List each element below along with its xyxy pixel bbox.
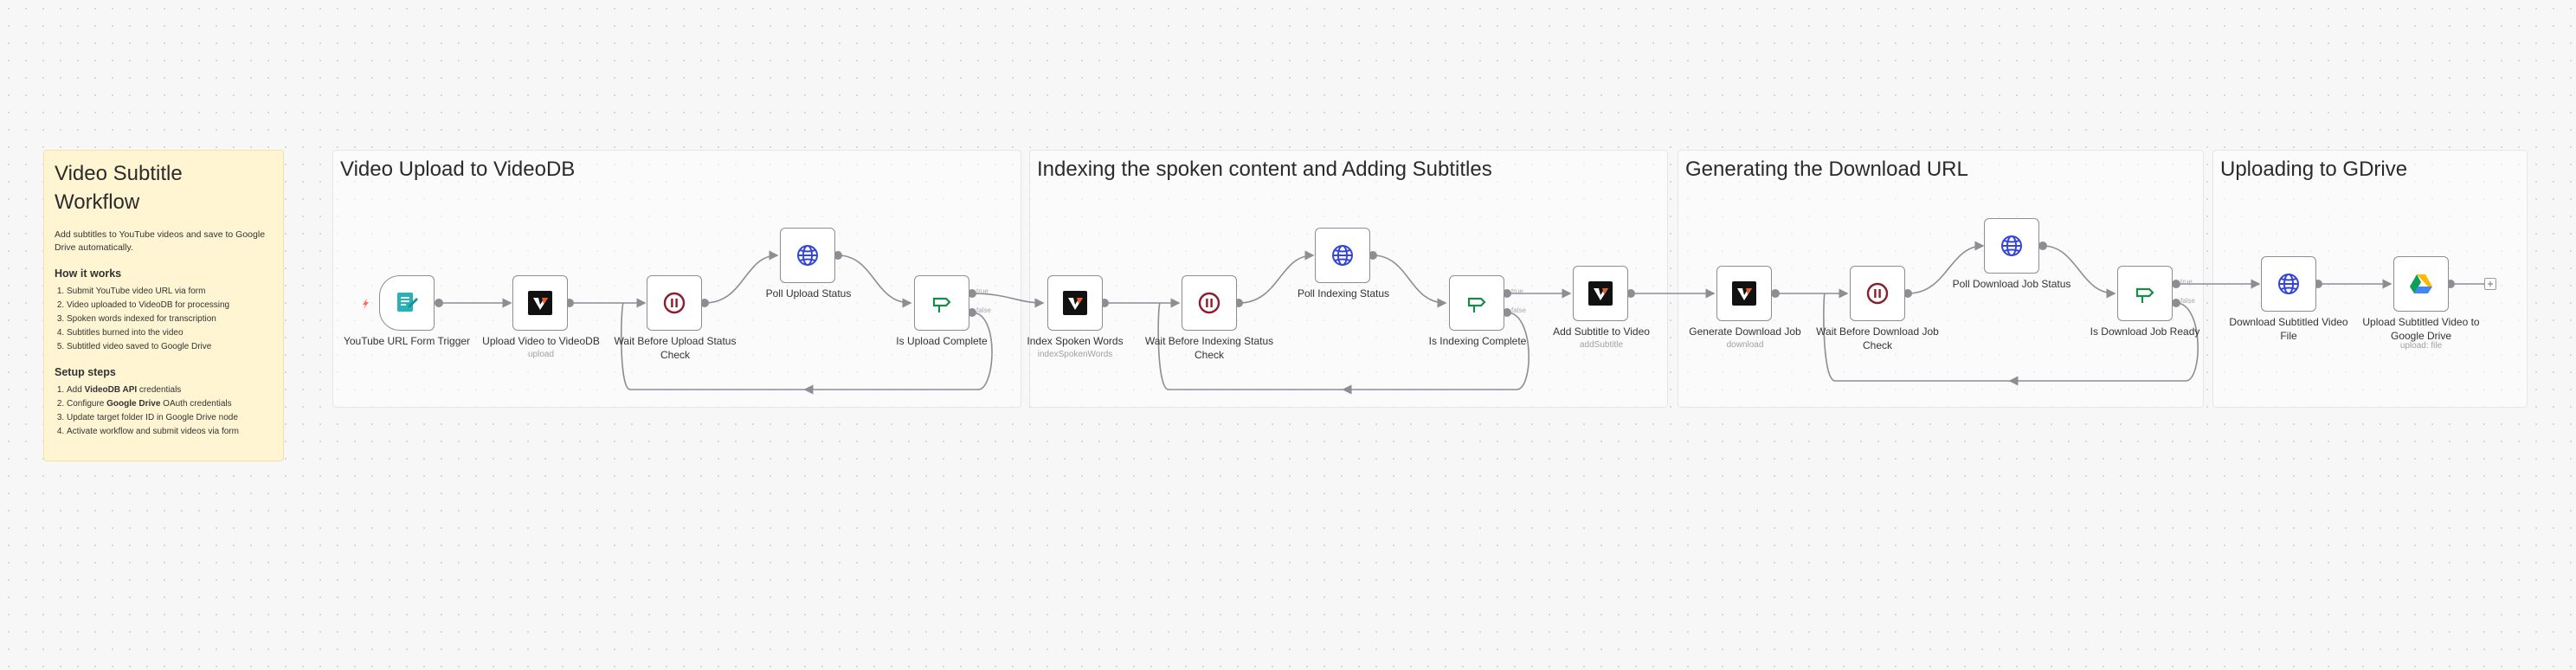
videodb-icon <box>528 291 552 315</box>
setup-steps-heading: Setup steps <box>55 365 116 378</box>
videodb-icon <box>1732 281 1756 306</box>
branch-label-false: false <box>2180 297 2195 305</box>
node-wait-before-upload-status-check[interactable] <box>647 275 702 331</box>
connector <box>620 302 993 390</box>
add-node-button[interactable] <box>2484 278 2496 290</box>
section-title: Generating the Download URL <box>1685 158 1968 181</box>
node-subtitle: addSubtitle <box>1579 340 1624 350</box>
how-step: Submit YouTube video URL via form <box>67 285 273 299</box>
globe-icon <box>1332 245 1353 266</box>
node-generate-download-job[interactable] <box>1716 266 1772 321</box>
node-label: Poll Indexing Status <box>1297 287 1390 300</box>
node-label: Upload Video to VideoDB <box>482 335 600 347</box>
node-upload-video-to-videodb[interactable] <box>512 275 568 331</box>
connector <box>2042 245 2116 299</box>
connector <box>1823 293 2199 382</box>
node-label: Download Subtitled Video File <box>2229 316 2348 342</box>
branch-label-true: true <box>1511 287 1523 295</box>
node-label: Poll Upload Status <box>765 287 852 300</box>
node-label: Is Indexing Complete <box>1428 335 1527 347</box>
node-subtitle: download <box>1726 340 1764 350</box>
note-title: Video Subtitle Workflow <box>55 162 183 215</box>
node-upload-subtitled-video-to-google-drive[interactable] <box>2393 256 2449 312</box>
node-youtube-url-form-trigger[interactable] <box>379 275 435 331</box>
branch-label-true: true <box>2180 278 2193 286</box>
node-poll-upload-status[interactable] <box>780 228 835 283</box>
pause-icon <box>663 292 686 314</box>
setup-step: Activate workflow and submit videos via … <box>67 425 273 439</box>
node-wait-before-download-job-check[interactable] <box>1850 266 1905 321</box>
setup-step: Add VideoDB API credentials <box>67 383 273 397</box>
how-step: Spoken words indexed for transcription <box>67 312 273 326</box>
node-add-subtitle-to-video[interactable] <box>1573 266 1628 321</box>
node-label: Wait Before Indexing Status Check <box>1144 335 1274 361</box>
pause-icon <box>1198 292 1220 314</box>
videodb-icon <box>1063 291 1087 315</box>
how-it-works-list: Submit YouTube video URL via form Video … <box>55 285 273 354</box>
branch-label-false: false <box>976 306 991 314</box>
node-index-spoken-words[interactable] <box>1047 275 1103 331</box>
node-is-download-job-ready[interactable] <box>2117 266 2173 321</box>
section-title: Indexing the spoken content and Adding S… <box>1037 158 1492 181</box>
plus-icon <box>2488 281 2493 287</box>
node-label: Wait Before Upload Status Check <box>614 335 737 361</box>
setup-step: Update target folder ID in Google Drive … <box>67 411 273 425</box>
note-description: Add subtitles to YouTube videos and save… <box>55 229 266 254</box>
google-drive-icon <box>2410 274 2432 293</box>
node-subtitle: upload: file <box>2399 341 2443 351</box>
node-subtitle: indexSpokenWords <box>1037 350 1113 359</box>
branch-label-false: false <box>1511 306 1526 314</box>
connector <box>704 250 779 304</box>
node-download-subtitled-video-file[interactable] <box>2261 256 2316 312</box>
videodb-icon <box>1588 281 1613 306</box>
node-label: Index Spoken Words <box>1027 335 1124 347</box>
connector <box>971 293 1045 308</box>
connector <box>1157 302 1530 390</box>
branch-label-true: true <box>976 287 989 295</box>
branch-icon <box>1467 297 1486 312</box>
globe-icon <box>797 245 818 266</box>
how-it-works-heading: How it works <box>55 267 122 280</box>
workflow-description-note[interactable]: Video Subtitle Workflow Add subtitles to… <box>43 150 284 461</box>
node-label: Is Download Job Ready <box>2090 325 2200 338</box>
setup-steps-list: Add VideoDB API credentials Configure Go… <box>55 383 273 439</box>
node-label: Add Subtitle to Video <box>1553 325 1650 338</box>
node-label: Poll Download Job Status <box>1952 278 2071 290</box>
node-label: Generate Download Job <box>1689 325 1801 338</box>
connector <box>1372 254 1447 308</box>
node-poll-download-job-status[interactable] <box>1984 218 2039 274</box>
node-label: YouTube URL Form Trigger <box>343 335 471 347</box>
node-wait-before-indexing-status-check[interactable] <box>1182 275 1237 331</box>
node-is-indexing-complete[interactable] <box>1449 275 1504 331</box>
node-subtitle: upload <box>527 350 555 359</box>
node-is-upload-complete[interactable] <box>914 275 969 331</box>
form-icon <box>397 293 418 312</box>
connector <box>837 254 912 308</box>
how-step: Subtitles burned into the video <box>67 326 273 340</box>
branch-icon <box>2135 287 2154 303</box>
connector <box>1238 250 1315 304</box>
connector <box>1907 241 1985 294</box>
how-step: Video uploaded to VideoDB for processing <box>67 299 273 312</box>
node-label: Is Upload Complete <box>896 335 988 347</box>
branch-icon <box>932 297 951 312</box>
setup-step: Configure Google Drive OAuth credentials <box>67 397 273 411</box>
pause-icon <box>1866 282 1889 305</box>
globe-icon <box>2001 235 2022 256</box>
node-label: Wait Before Download Job Check <box>1816 325 1939 351</box>
node-poll-indexing-status[interactable] <box>1315 228 1370 283</box>
node-label: Upload Subtitled Video to Google Drive <box>2362 316 2480 342</box>
how-step: Subtitled video saved to Google Drive <box>67 340 273 354</box>
section-title: Uploading to GDrive <box>2220 158 2408 181</box>
globe-icon <box>2278 274 2299 294</box>
section-title: Video Upload to VideoDB <box>340 158 576 181</box>
trigger-bolt-icon <box>363 299 369 309</box>
